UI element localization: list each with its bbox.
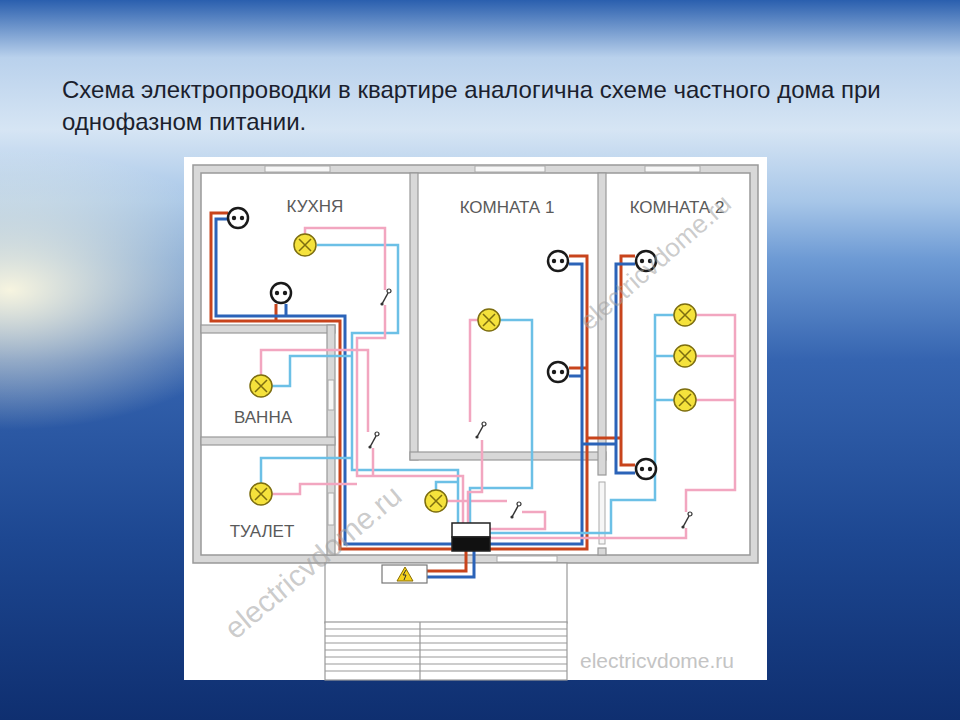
room-region: ТУАЛЕТ [201,445,327,555]
room-label: ТУАЛЕТ [228,522,297,542]
socket-wiring [211,213,635,577]
room-region: КОМНАТА 1 [418,173,598,452]
doors-windows [265,166,700,562]
switches [368,289,692,529]
watermark: electricvdome.ru [580,649,734,673]
electric-panel [382,565,427,583]
junction-box [452,523,490,551]
slide-title: Схема электропроводки в квартире аналоги… [62,74,912,139]
sockets [228,208,656,479]
room-label: КОМНАТА 1 [458,198,557,218]
walls [193,165,758,563]
room-region: КУХНЯ [201,173,410,325]
room-label: ВАННА [232,408,294,428]
room-label: КУХНЯ [285,197,346,217]
stairs [325,563,567,680]
room-region: ВАННА [201,333,327,437]
